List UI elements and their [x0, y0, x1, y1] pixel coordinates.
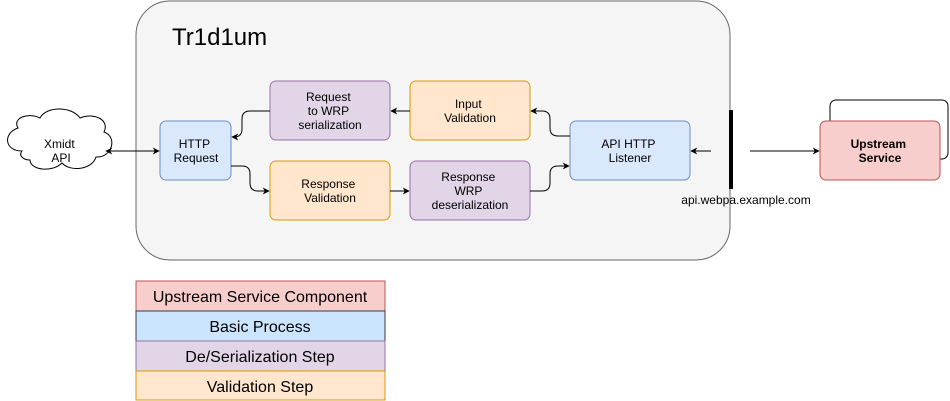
xmidt-api-cloud: Xmidt API: [7, 108, 113, 170]
node-request-to-wrp: Request to WRP serialization: [269, 80, 391, 141]
svg-text:Validation Step: Validation Step: [207, 379, 314, 396]
legend-item-valid: Validation Step: [135, 370, 386, 401]
legend: Upstream Service Component Basic Process…: [135, 280, 386, 401]
svg-text:De/Serialization Step: De/Serialization Step: [185, 349, 335, 366]
node-upstream-service: Upstream Service: [819, 99, 949, 181]
edges: [105, 107, 820, 195]
http-request-label: HTTP Request: [174, 137, 219, 165]
cloud-label: Xmidt API: [44, 137, 78, 165]
input-validation-label: Input Validation: [444, 97, 496, 125]
svg-text:Basic Process: Basic Process: [209, 319, 310, 336]
api-listener-label: API HTTP Listener: [601, 137, 658, 165]
edge-listener-to-input: [530, 107, 570, 137]
response-validation-label: Response Validation: [301, 177, 358, 205]
edge-wrp-to-listener: [530, 162, 570, 192]
edge-http-to-response-validation: [231, 165, 270, 195]
node-http-request: HTTP Request: [159, 120, 232, 181]
legend-item-serial: De/Serialization Step: [135, 340, 386, 372]
legend-item-upstream: Upstream Service Component: [135, 280, 386, 312]
node-input-validation: Input Validation: [409, 80, 531, 141]
container-title: Tr1d1um: [172, 24, 267, 51]
response-wrp-label: Response WRP deserialization: [432, 170, 509, 212]
node-response-validation: Response Validation: [269, 160, 391, 221]
node-response-wrp: Response WRP deserialization: [409, 160, 531, 221]
node-api-listener: API HTTP Listener: [569, 120, 691, 181]
legend-item-basic: Basic Process: [135, 310, 386, 342]
endpoint-label: api.webpa.example.com: [681, 193, 810, 207]
edge-wrp-to-http: [231, 110, 270, 141]
upstream-label: Upstream Service: [851, 137, 910, 165]
request-to-wrp-label: Request to WRP serialization: [298, 90, 361, 132]
cloud-shape: [7, 108, 113, 170]
svg-text:Upstream Service Component: Upstream Service Component: [153, 289, 368, 306]
